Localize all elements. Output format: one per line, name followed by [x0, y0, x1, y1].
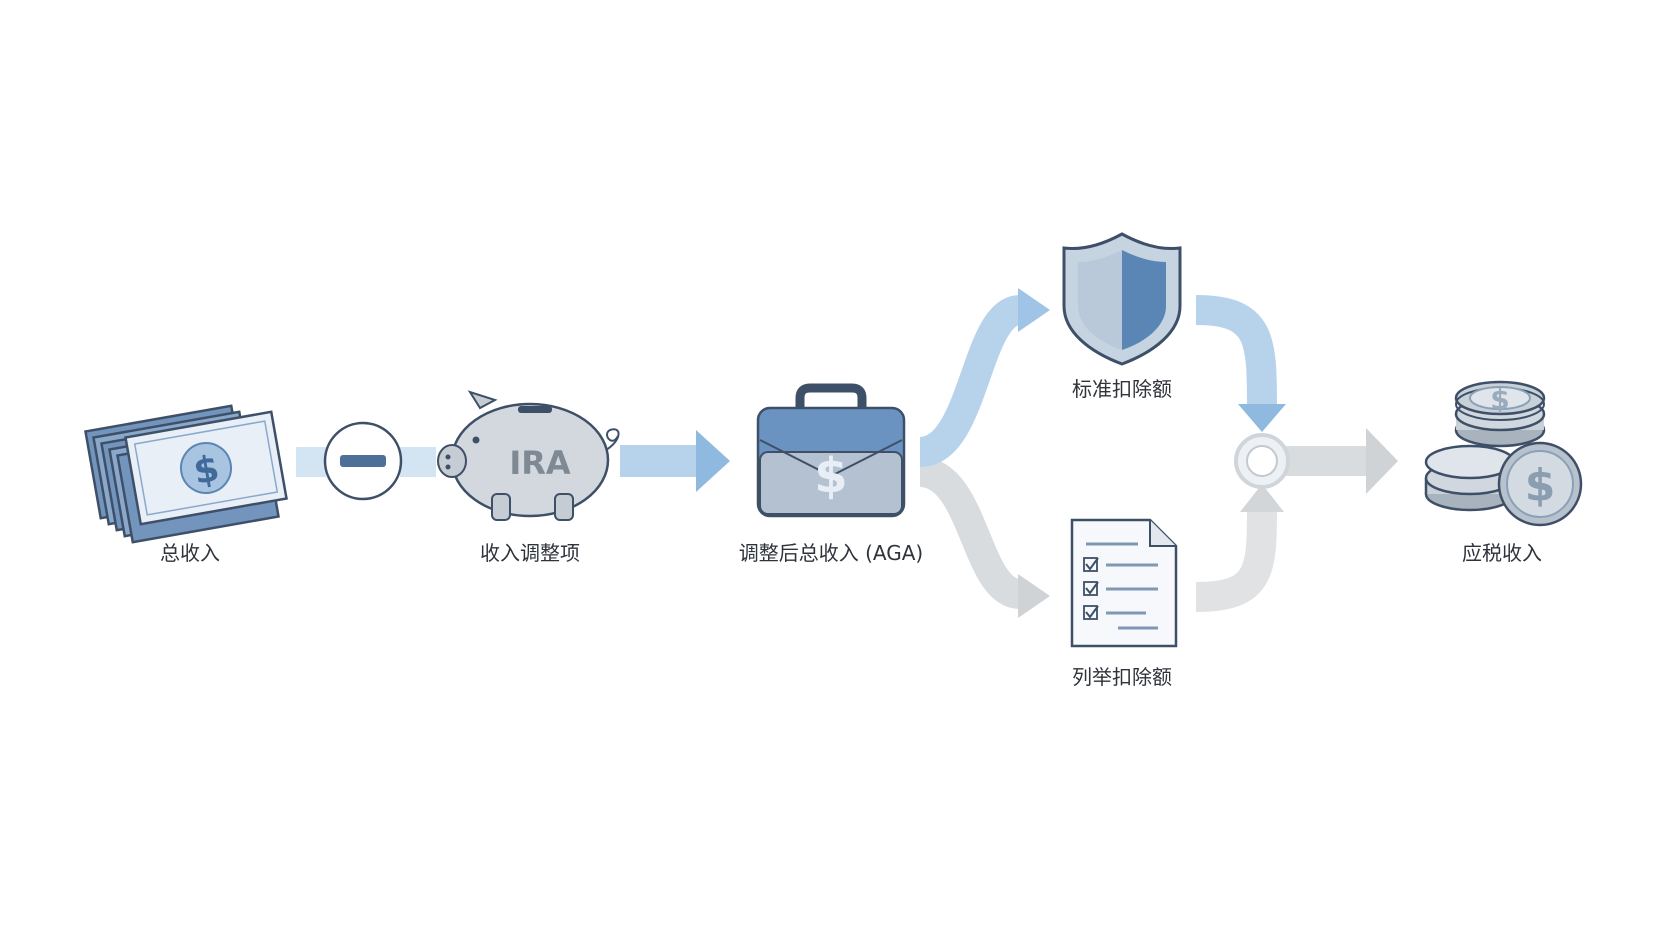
connector-minus-piggy: [400, 447, 436, 477]
piggy-bank-label: IRA: [509, 444, 571, 482]
shield-icon: [1062, 232, 1182, 366]
label-standard-deduction: 标准扣除额: [1072, 377, 1172, 401]
label-itemized-deduction: 列举扣除额: [1072, 665, 1172, 689]
arrow-to-agi: [620, 430, 730, 492]
svg-text:$: $: [1490, 383, 1509, 416]
minus-icon: [323, 421, 403, 501]
svg-text:$: $: [814, 448, 847, 504]
piggy-bank-icon: IRA: [437, 390, 620, 521]
label-taxable-income: 应税收入: [1462, 541, 1542, 565]
label-agi: 调整后总收入 (AGA): [739, 541, 923, 565]
checklist-document-icon: [1070, 518, 1178, 648]
coin-stack-icon: $ $: [1424, 380, 1583, 527]
connector-income-minus: [296, 447, 326, 477]
svg-text:$: $: [1525, 460, 1556, 511]
banknotes-icon: $: [84, 404, 288, 544]
arrow-standard-to-merge: [1195, 295, 1286, 432]
briefcase-icon: $: [756, 383, 906, 518]
label-gross-income: 总收入: [160, 541, 220, 565]
arrow-to-standard: [917, 288, 1050, 467]
arrow-to-taxable: [1286, 428, 1398, 494]
merge-node-icon: [1234, 433, 1290, 489]
label-adjustments: 收入调整项: [480, 541, 580, 565]
arrow-to-itemized: [917, 457, 1050, 618]
arrow-itemized-to-merge: [1195, 484, 1284, 612]
